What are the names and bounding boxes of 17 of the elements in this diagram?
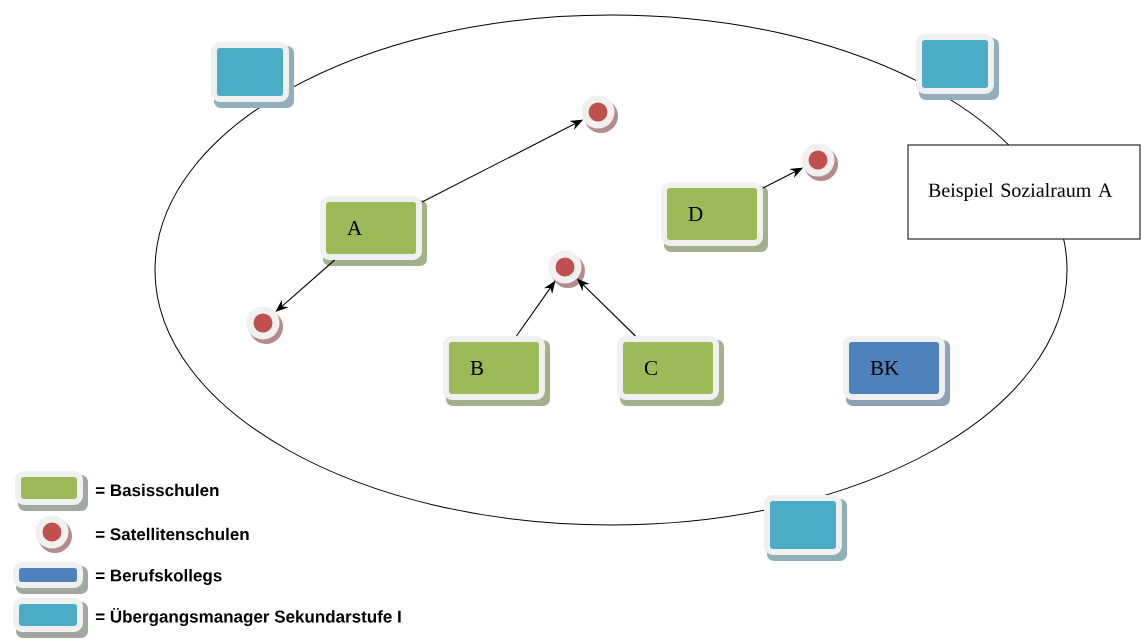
- empty-box: [211, 42, 294, 108]
- satellite-dot: [801, 143, 838, 181]
- school-box: C: [617, 336, 724, 406]
- empty-box: [764, 495, 847, 561]
- note-box: Beispiel Sozialraum A: [907, 144, 1141, 240]
- legend-text: = Satellitenschulen: [95, 527, 249, 541]
- school-box: D: [661, 182, 768, 252]
- legend-text: = Basisschulen: [95, 483, 219, 497]
- empty-box: [916, 34, 999, 100]
- legend-text: = Berufskollegs: [95, 569, 222, 585]
- school-box: BK: [843, 336, 950, 406]
- satellite-dot: [246, 306, 283, 344]
- school-box: B: [443, 336, 550, 406]
- school-box: A: [320, 196, 427, 266]
- satellite-dot: [548, 250, 585, 288]
- legend-text: = Übergangsmanager Sekundarstufe I: [95, 607, 401, 627]
- satellite-dot: [581, 95, 618, 133]
